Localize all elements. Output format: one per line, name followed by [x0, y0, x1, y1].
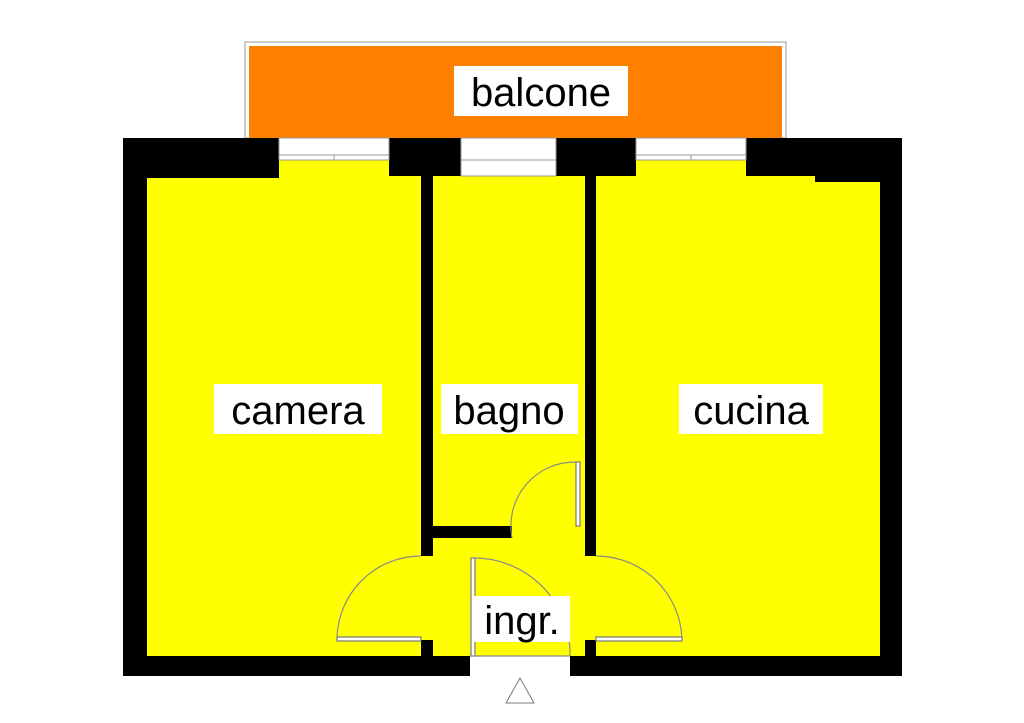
camera-label-bg: [214, 384, 382, 434]
bagno-label: bagno: [453, 389, 564, 433]
window-bagno: [460, 137, 557, 177]
window-camera: [278, 137, 390, 161]
camera-label: camera: [231, 389, 365, 433]
door-cucina: [595, 555, 683, 642]
wall-top-4b: [815, 138, 902, 182]
wall-left: [123, 138, 147, 676]
wall-bagno-cucina: [585, 138, 596, 556]
window-cucina: [635, 137, 747, 161]
wall-top-1b: [123, 138, 279, 160]
cucina-label-bg: [679, 384, 823, 434]
wall-bagno-bottom: [421, 526, 512, 538]
door-camera: [336, 555, 422, 642]
door-bagno: [510, 461, 581, 539]
ingresso-label-bg: [474, 596, 570, 642]
wall-bottom-left: [123, 656, 470, 676]
wall-bagno-cucina-lower: [585, 640, 596, 676]
wall-camera-bagno-lower: [421, 640, 433, 676]
cucina-label: cucina: [693, 389, 809, 433]
wall-bottom-right: [570, 656, 902, 676]
ingresso-label: ingr.: [484, 599, 560, 643]
wall-camera-bagno: [421, 138, 433, 556]
bagno-floor: [433, 176, 585, 526]
wall-right: [880, 138, 902, 676]
balcone-label: balcone: [471, 71, 611, 115]
bagno-label-bg: [441, 384, 578, 434]
balcone-label-bg: [454, 66, 628, 116]
entrance-arrow-icon: [505, 676, 535, 704]
